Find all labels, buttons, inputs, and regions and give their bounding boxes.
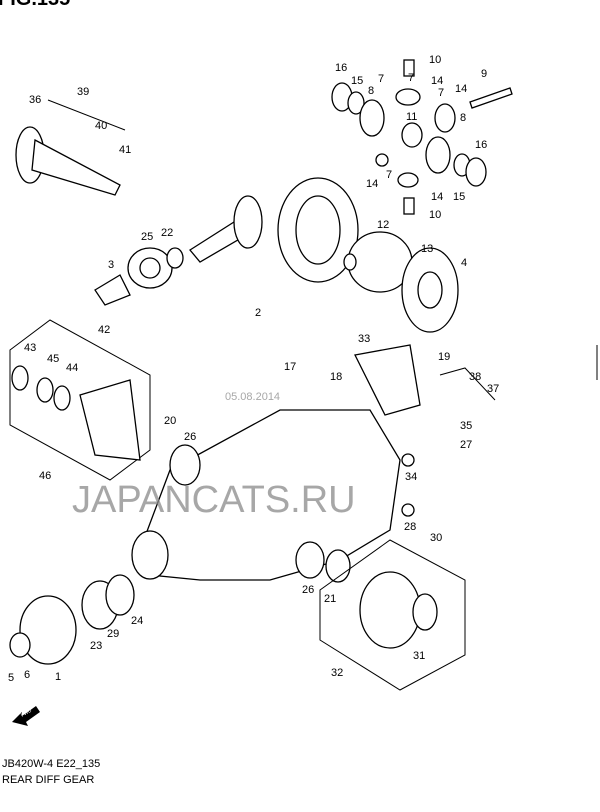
callout: 4 (461, 257, 467, 269)
extension-housing-part (9, 319, 151, 481)
callout: 13 (421, 243, 433, 255)
differential-case-part (343, 231, 459, 333)
callout: 1 (55, 671, 61, 683)
callout: 21 (324, 593, 336, 605)
callout: 5 (8, 672, 14, 684)
callout: 7 (408, 72, 414, 84)
callout: 10 (429, 54, 441, 66)
callout: 8 (368, 85, 374, 97)
callout: 15 (453, 191, 465, 203)
callout: 29 (107, 628, 119, 640)
callout: 40 (95, 120, 107, 132)
callout: 8 (460, 112, 466, 124)
callout: 14 (431, 191, 443, 203)
svg-text:FWD: FWD (20, 708, 33, 719)
figure-title: FIG.135 (0, 0, 70, 11)
callout: 14 (366, 178, 378, 190)
callout: 6 (24, 669, 30, 681)
callout: 37 (487, 383, 499, 395)
side-bearing-retainer-part (319, 539, 466, 691)
callout: 7 (386, 169, 392, 181)
callout: 44 (66, 362, 78, 374)
diagram-name: REAR DIFF GEAR (2, 774, 95, 786)
callout: 16 (335, 62, 347, 74)
callout: 45 (47, 353, 59, 365)
callout: 36 (29, 94, 41, 106)
callout: 19 (438, 351, 450, 363)
callout: 43 (24, 342, 36, 354)
callout: 11 (406, 111, 417, 123)
callout: 35 (460, 420, 472, 432)
callout: 14 (455, 83, 467, 95)
callout: 9 (481, 68, 487, 80)
spider-gears-part (331, 59, 513, 215)
callout: 26 (184, 431, 196, 443)
callout: 42 (98, 324, 110, 336)
callout: 46 (39, 470, 51, 482)
callout: 38 (469, 371, 481, 383)
callout: 22 (161, 227, 173, 239)
callout: 32 (331, 667, 343, 679)
callout: 17 (284, 361, 296, 373)
callout: 33 (358, 333, 370, 345)
callout: 15 (351, 75, 363, 87)
axle-shaft-part (15, 99, 126, 196)
callout: 39 (77, 86, 89, 98)
callout: 16 (475, 139, 487, 151)
diagram-code: JB420W-4 E22_135 (2, 758, 101, 770)
drive-pinion-part (94, 177, 359, 306)
callout: 24 (131, 615, 143, 627)
callout: 25 (141, 231, 153, 243)
callout: 34 (405, 471, 417, 483)
fwd-arrow-icon: FWD (12, 706, 40, 726)
callout: 30 (430, 532, 442, 544)
callout: 31 (413, 650, 425, 662)
callout: 10 (429, 209, 441, 221)
callout: 27 (460, 439, 472, 451)
callout: 14 (431, 75, 443, 87)
callout: 7 (438, 87, 444, 99)
callout: 20 (164, 415, 176, 427)
callout: 28 (404, 521, 416, 533)
watermark-date: 05.08.2014 (225, 391, 280, 403)
diff-carrier-housing-part (131, 344, 496, 583)
callout: 23 (90, 640, 102, 652)
callout: 18 (330, 371, 342, 383)
watermark: JAPANCATS.RU (72, 479, 356, 521)
callout: 41 (119, 144, 131, 156)
callout: 3 (108, 259, 114, 271)
callout: 7 (378, 73, 384, 85)
callout-labels: 39 36 40 41 16 15 7 8 10 14 7 9 11 7 14 … (8, 54, 499, 684)
callout: 12 (377, 219, 389, 231)
callout: 2 (255, 307, 261, 319)
callout: 26 (302, 584, 314, 596)
flange-part (9, 574, 135, 665)
